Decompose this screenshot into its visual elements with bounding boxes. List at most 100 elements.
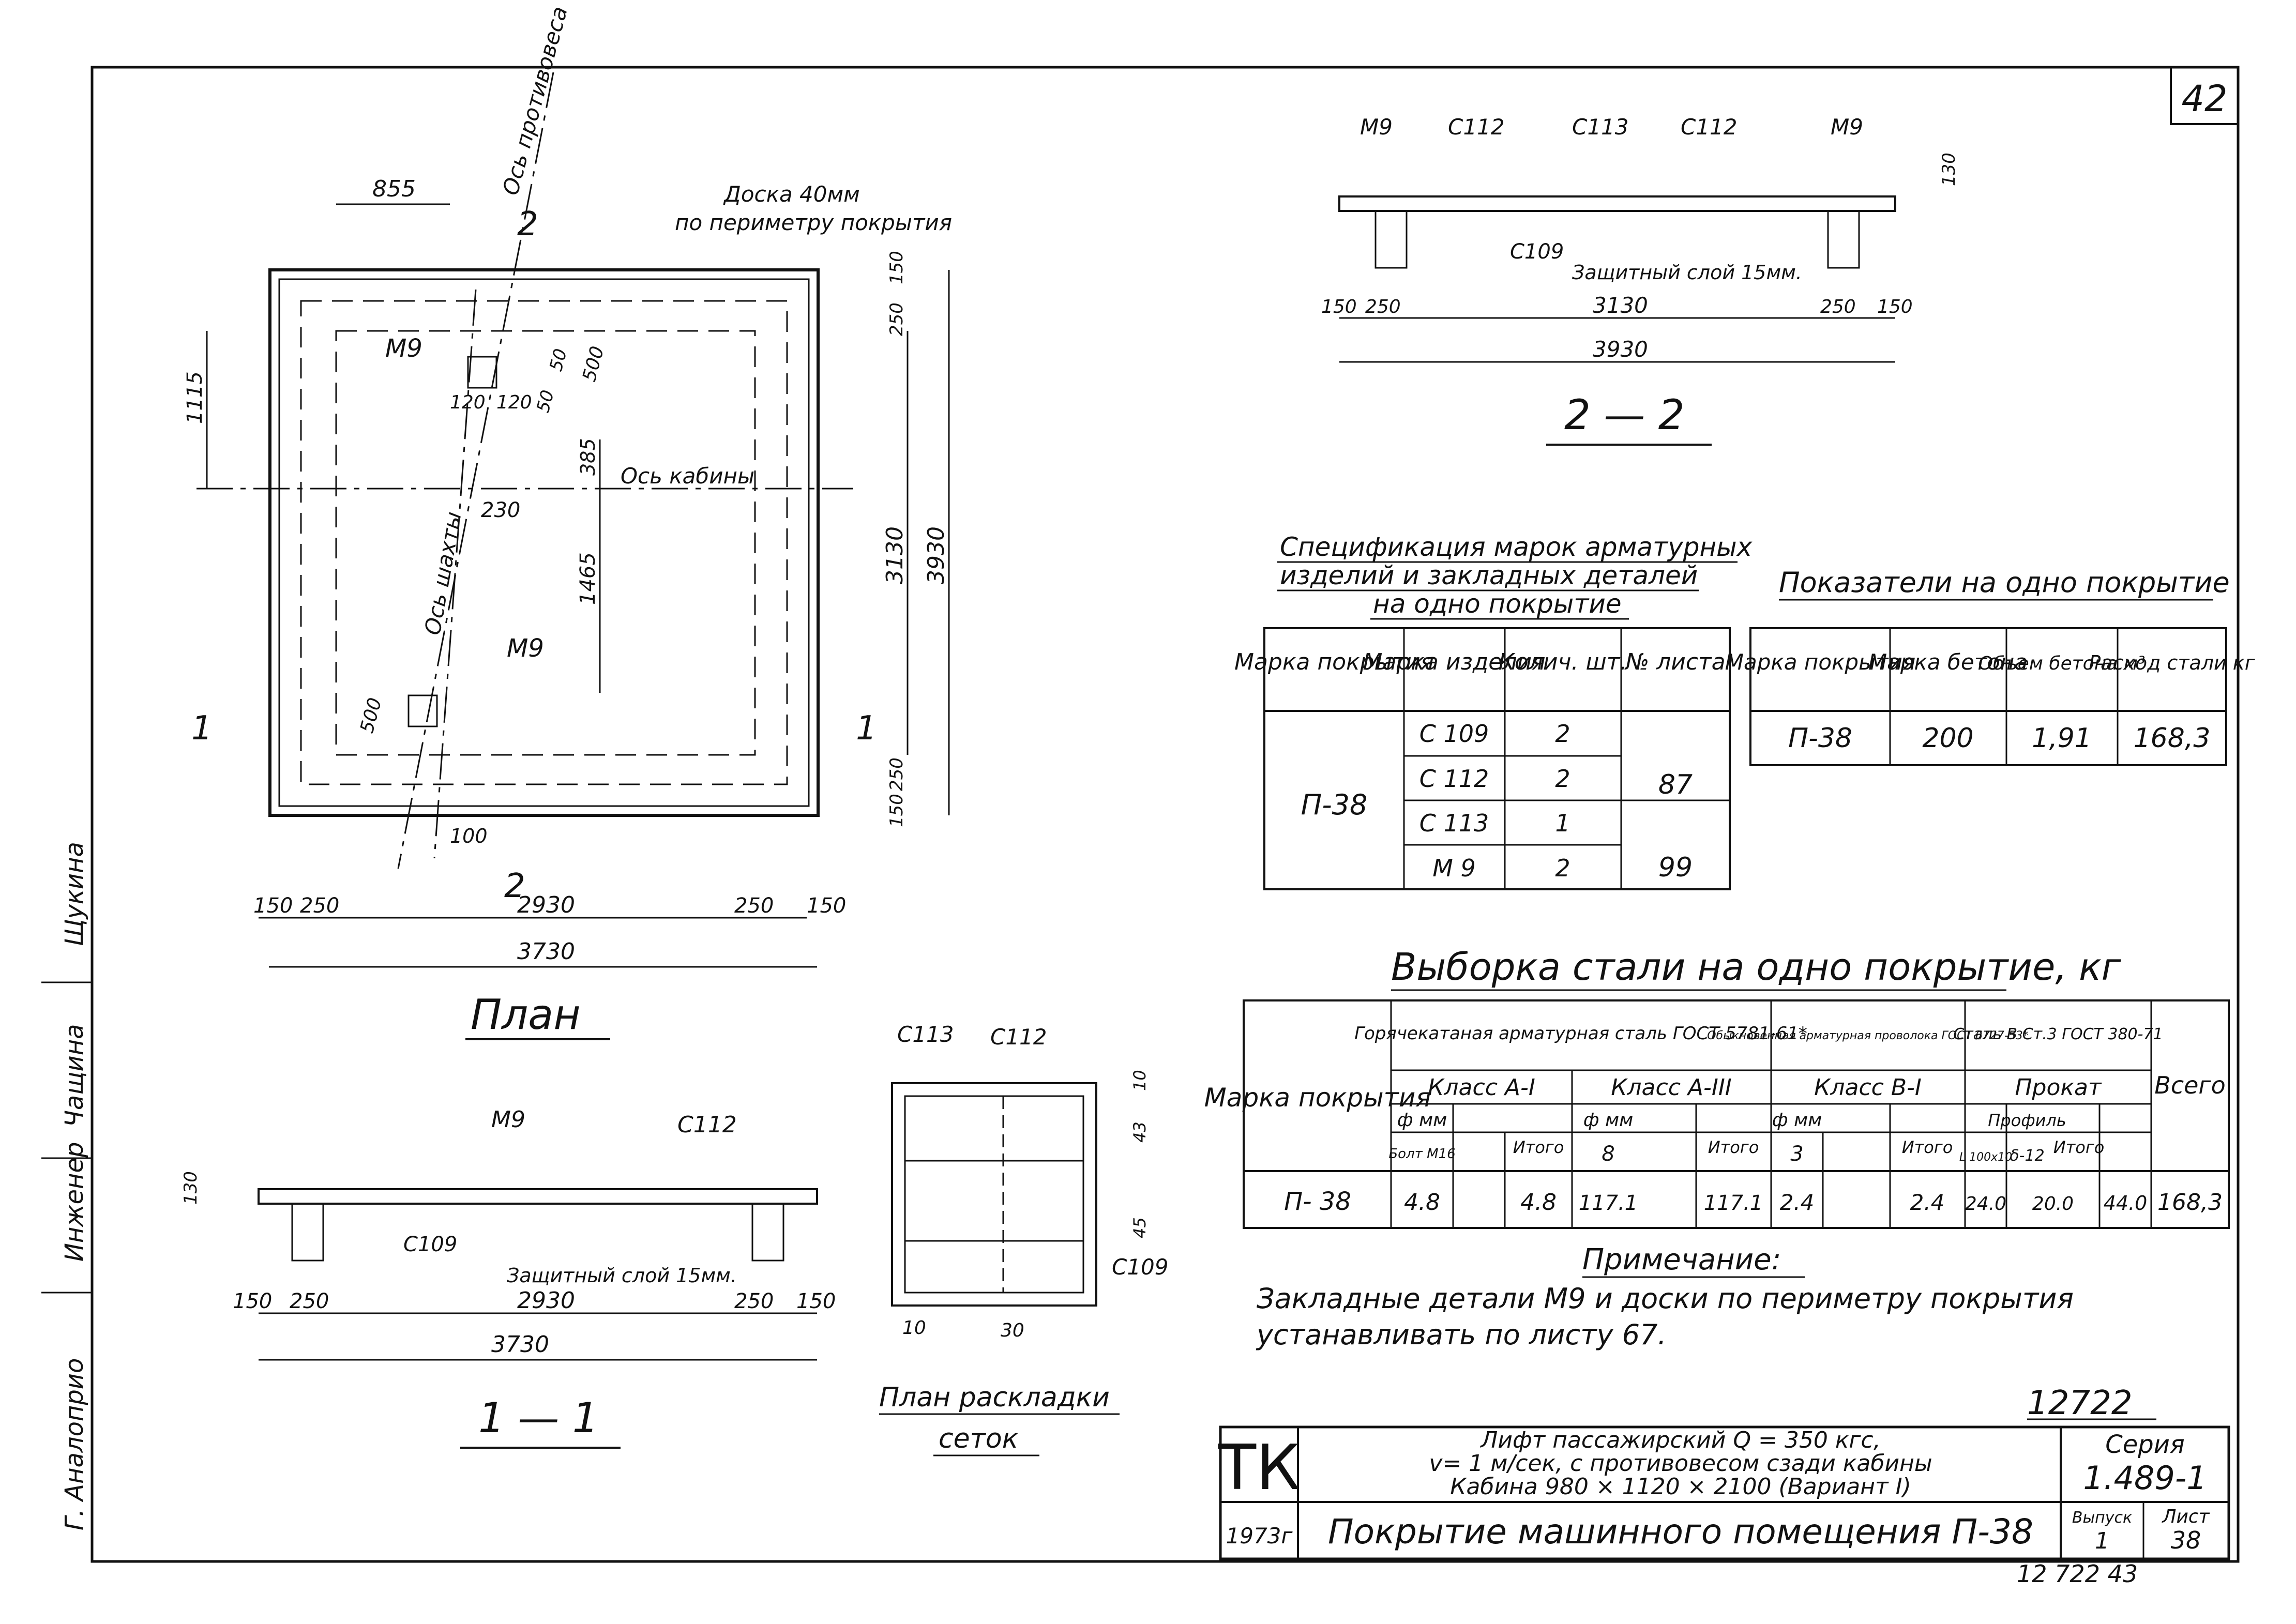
- plan-title: План: [471, 991, 581, 1039]
- desc-1: Лифт пассажирский Q = 350 кгс,: [1479, 1427, 1880, 1453]
- issue: 1: [2095, 1528, 2109, 1554]
- mesh-layout: С113 С112 С109 10 43 45 10 30 План раскл…: [879, 1022, 1169, 1456]
- dim-b150b: 150: [807, 894, 846, 918]
- stamp-name-2: Чащина: [60, 1024, 89, 1127]
- s22-c113: С113: [1572, 114, 1629, 140]
- steel-h-phi-2: ф мм: [1583, 1110, 1634, 1131]
- spec-h-sheet: № листа: [1624, 649, 1725, 675]
- m9-bottom-label: М9: [507, 634, 544, 663]
- spec-qty-1: 2: [1555, 720, 1570, 748]
- steel-h-8: 8: [1602, 1142, 1614, 1166]
- s22-d250b: 250: [1820, 296, 1856, 317]
- spec-item-4: М 9: [1432, 854, 1476, 882]
- s22-m9-right: М9: [1831, 114, 1863, 140]
- mesh-d10b: 10: [902, 1317, 926, 1339]
- mesh-title-1: План раскладки: [879, 1382, 1110, 1413]
- mesh-d43: 43: [1130, 1121, 1150, 1143]
- s22-protective: Защитный слой 15мм.: [1572, 261, 1802, 284]
- ind-concrete: 200: [1922, 723, 1973, 754]
- dim-120b: 120: [496, 392, 532, 413]
- steel-h-a3: Класс А-III: [1611, 1074, 1732, 1101]
- dim-b3730: 3730: [517, 938, 575, 965]
- spec-table: Спецификация марок арматурных изделий и …: [1234, 532, 1753, 890]
- spec-sheet-2: 99: [1658, 852, 1693, 883]
- dim-230: 230: [481, 498, 520, 522]
- spec-title-1: Спецификация марок арматурных: [1280, 532, 1753, 562]
- m9-plate-top: [467, 356, 497, 389]
- dim-r150b: 150: [886, 794, 907, 827]
- note-line-1: Закладные детали М9 и доски по периметру…: [1257, 1282, 2074, 1315]
- steel-h-rolled: Прокат: [2015, 1074, 2102, 1101]
- steel-table: Выборка стали на одно покрытие, кг Марка…: [1204, 945, 2230, 1229]
- mesh-c113: С113: [897, 1022, 954, 1047]
- steel-a1-total: 4.8: [1520, 1189, 1557, 1216]
- steel-mark: П- 38: [1284, 1187, 1351, 1216]
- dim-1115: 1115: [183, 371, 207, 424]
- section-mark-1-right: 1: [856, 709, 877, 748]
- spec-sheet-1: 87: [1658, 769, 1693, 800]
- steel-a3-total: 117.1: [1704, 1191, 1763, 1215]
- dim-3930: 3930: [923, 526, 949, 584]
- mesh-d45: 45: [1130, 1217, 1150, 1238]
- footer-number: 12 722 43: [2017, 1560, 2138, 1588]
- steel-title: Выборка стали на одно покрытие, кг: [1391, 945, 2122, 989]
- steel-h-steel: Сталь В Ст.3 ГОСТ 380-71: [1953, 1025, 2163, 1043]
- dim-r150a: 150: [886, 251, 907, 284]
- steel-h-b1: Класс В-I: [1814, 1074, 1922, 1101]
- mesh-c109: С109: [1112, 1254, 1169, 1280]
- spec-h-qty: Колич. шт.: [1499, 649, 1627, 675]
- s22-d150b: 150: [1877, 296, 1913, 317]
- dim-1465: 1465: [576, 552, 600, 605]
- steel-h-itogo-4: Итого: [2053, 1137, 2105, 1157]
- s22-m9-left: М9: [1360, 114, 1393, 140]
- drawing-number: 12722: [2027, 1384, 2133, 1422]
- s11-c109: С109: [403, 1233, 457, 1256]
- mesh-outline: [335, 330, 756, 756]
- section-mark-1-left: 1: [191, 709, 213, 748]
- series: 1.489-1: [2083, 1459, 2207, 1497]
- ind-volume: 1,91: [2032, 723, 2092, 754]
- s11-m9: М9: [491, 1106, 525, 1133]
- page-number: 42: [2181, 78, 2227, 120]
- spec-item-1: С 109: [1419, 720, 1489, 748]
- s22-d3930: 3930: [1593, 337, 1648, 362]
- s11-d150b: 150: [796, 1289, 836, 1313]
- section11-slab: [258, 1188, 818, 1205]
- stamp-role-2: Г. Аналоприо: [60, 1358, 89, 1530]
- dim-50a: 50: [546, 346, 571, 373]
- board-note-1: Доска 40мм: [723, 181, 860, 207]
- spec-qty-3: 1: [1555, 809, 1570, 837]
- s11-d130: 130: [180, 1171, 201, 1205]
- steel-h-total: Всего: [2154, 1071, 2225, 1099]
- cabin-axis-label: Ось кабины: [621, 463, 754, 489]
- mesh-inner: [904, 1095, 1084, 1294]
- stamp-role: Инженер: [60, 1142, 89, 1262]
- steel-b1-3: 2.4: [1780, 1190, 1815, 1215]
- s11-d2930: 2930: [517, 1287, 575, 1314]
- board-line: [300, 300, 788, 785]
- dim-b2930: 2930: [517, 892, 575, 918]
- sheet-label: Лист: [2161, 1506, 2210, 1527]
- steel-h-mark: Марка покрытия: [1204, 1083, 1431, 1113]
- mesh-d10: 10: [1130, 1070, 1150, 1091]
- s22-c112-right: С112: [1681, 114, 1738, 140]
- steel-delta: 20.0: [2032, 1193, 2074, 1215]
- org-mark: ТК: [1218, 1432, 1301, 1504]
- section11-title: 1 — 1: [478, 1394, 599, 1442]
- counterweight-axis-label: Ось противовеса: [497, 4, 572, 198]
- mesh-outer: [891, 1082, 1097, 1307]
- title-block: 12722 ТК 1973г Лифт пассажирский Q = 350…: [1218, 1384, 2230, 1588]
- steel-b1-total: 2.4: [1910, 1190, 1945, 1215]
- steel-all: 168,3: [2157, 1189, 2223, 1216]
- s22-d3130: 3130: [1593, 293, 1648, 318]
- desc-2: v= 1 м/сек, с противовесом сзади кабины: [1429, 1450, 1932, 1477]
- indicators-table: Показатели на одно покрытие Марка покрыт…: [1725, 566, 2256, 766]
- shaft-axis: [433, 289, 477, 859]
- spec-qty-4: 2: [1555, 854, 1570, 882]
- steel-h-profile: Профиль: [1988, 1111, 2066, 1130]
- steel-h-itogo-2: Итого: [1708, 1137, 1759, 1157]
- counterweight-axis: [397, 72, 554, 869]
- plan-view: 855 1115 120 120 50 50 500 500 385 230 1…: [183, 4, 952, 1040]
- s22-c112-left: С112: [1448, 114, 1505, 140]
- dim-120a: 120: [450, 392, 486, 413]
